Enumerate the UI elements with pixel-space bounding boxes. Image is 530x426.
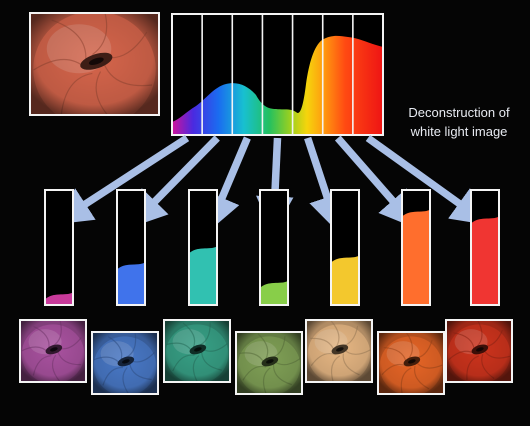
caption-line-2: white light image	[392, 122, 526, 141]
green-band-histogram	[260, 190, 288, 305]
arrow-to-cyan-green-band	[216, 138, 248, 213]
cyan-green-band-image	[164, 320, 230, 384]
blue-band-histogram	[117, 190, 145, 305]
red-band-image	[446, 320, 512, 384]
violet-band-histogram	[45, 190, 73, 305]
blue-band-image	[92, 332, 158, 396]
orange-band-image	[378, 332, 444, 396]
red-band-histogram	[471, 190, 499, 305]
yellow-band-image	[306, 320, 372, 384]
arrow-to-yellow-band	[308, 138, 333, 213]
diagram-caption: Deconstruction of white light image	[392, 103, 526, 141]
white-light-endoscopic-image	[30, 3, 159, 127]
orange-band-histogram	[402, 190, 430, 305]
yellow-band-histogram	[331, 190, 359, 305]
spectrum-histogram	[172, 14, 383, 135]
violet-band-image	[20, 320, 86, 384]
green-band-image	[236, 332, 302, 396]
caption-line-1: Deconstruction of	[392, 103, 526, 122]
cyan-green-band-histogram	[189, 190, 217, 305]
